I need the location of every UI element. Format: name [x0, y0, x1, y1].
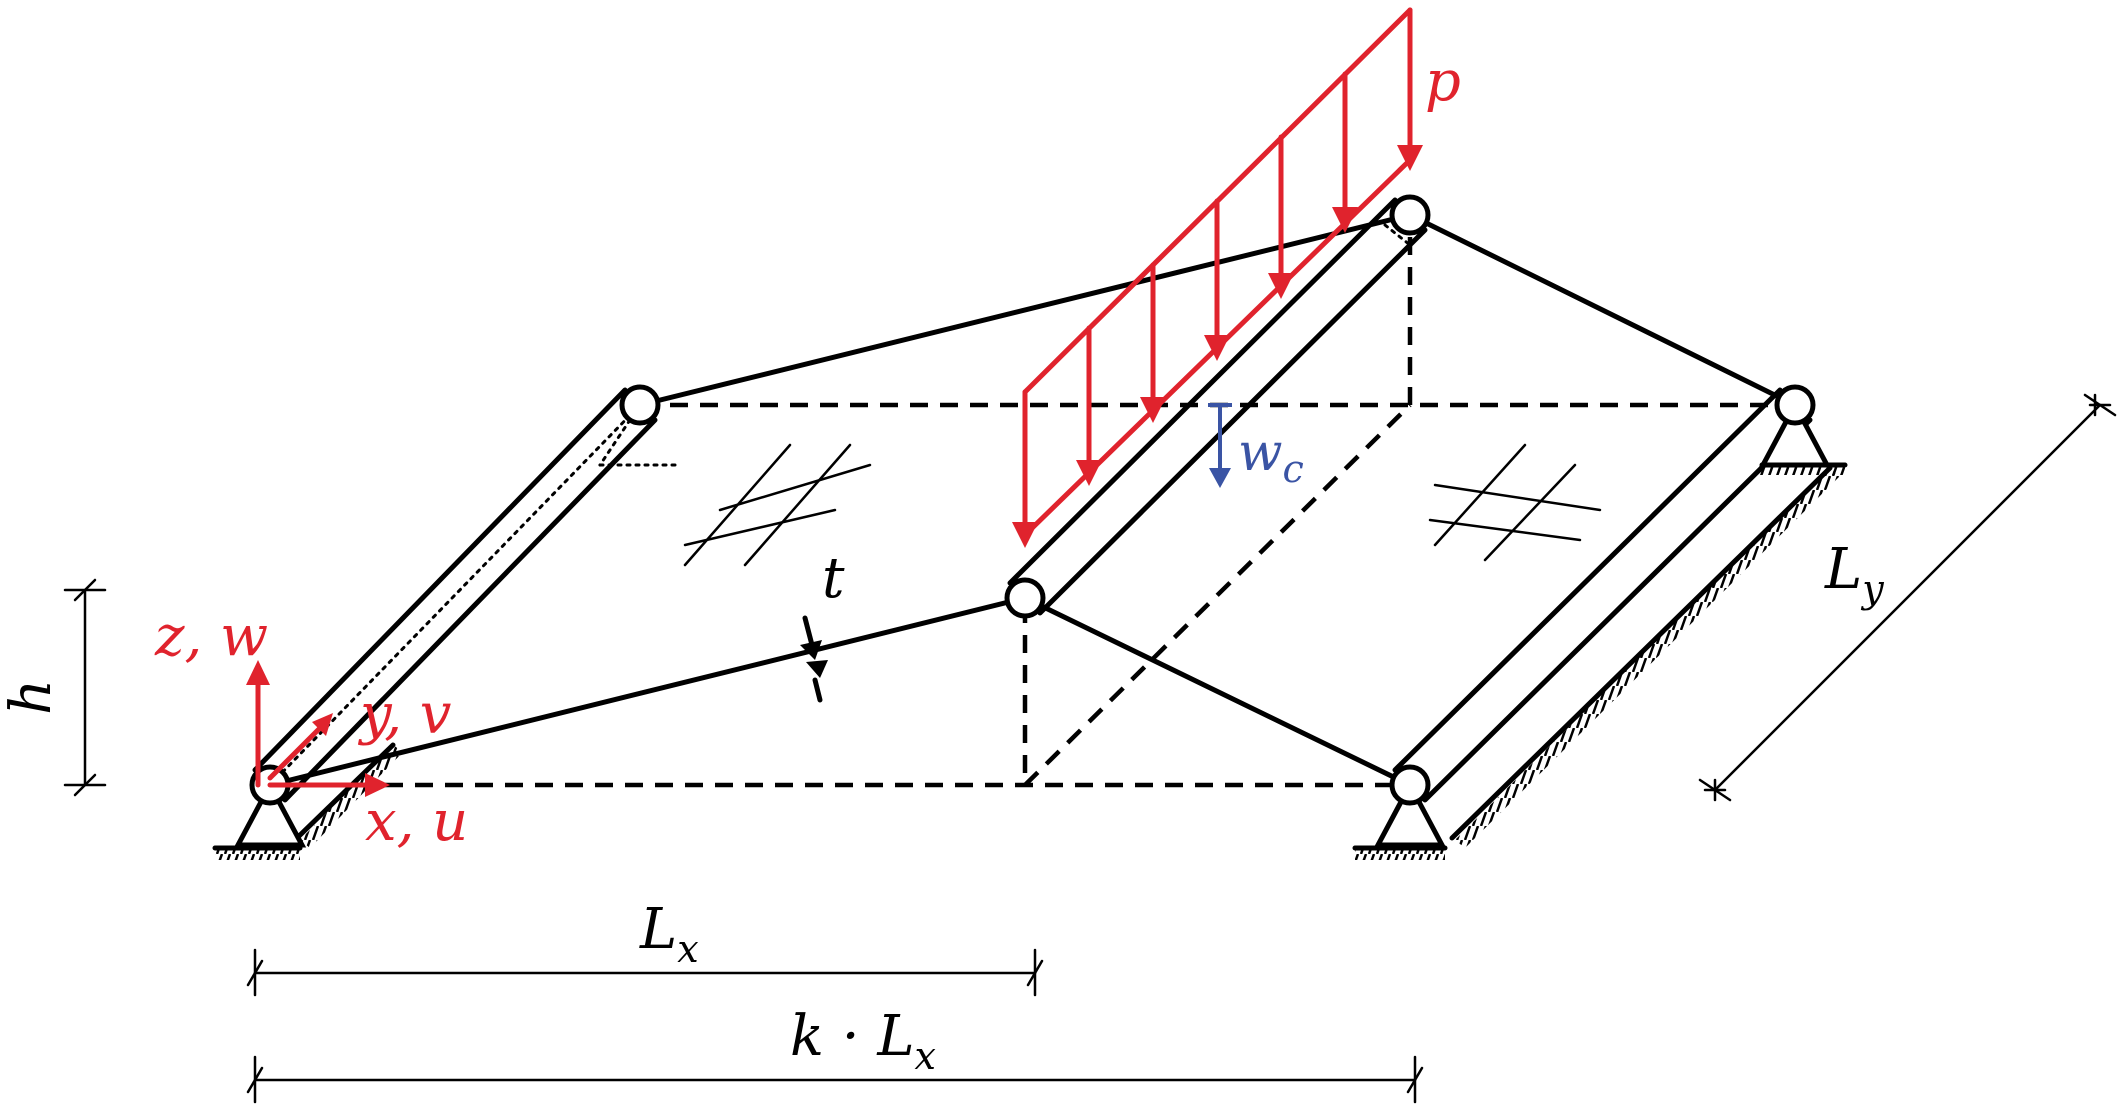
label-deflection-sub: c	[1283, 447, 1304, 491]
label-total-span-main: k · L	[790, 1004, 915, 1069]
pin-support-right	[1352, 779, 1448, 860]
label-total-span: k · Lx	[790, 1004, 936, 1078]
distributed-load: p	[1012, 7, 1461, 548]
label-span-y: Ly	[1824, 537, 1884, 611]
ground-hatching	[294, 462, 1848, 848]
label-span-x: Lx	[639, 897, 699, 971]
label-axis-x: x, u	[365, 789, 468, 854]
deflection-marker: wc	[1208, 403, 1304, 491]
pin-support-left	[212, 779, 307, 860]
label-deflection: wc	[1238, 423, 1304, 491]
label-span-y-sub: y	[1860, 567, 1884, 611]
coordinate-axes: z, w y, v x, u	[154, 604, 468, 854]
label-span-x-sub: x	[677, 927, 698, 971]
thickness-marker: t	[800, 546, 845, 703]
plate-hatch-right	[1428, 443, 1602, 562]
hinge-rods	[252, 197, 1813, 803]
label-axis-y: y, v	[357, 682, 452, 747]
height-dimension: h	[0, 578, 107, 797]
label-deflection-main: w	[1238, 423, 1283, 483]
label-thickness: t	[822, 546, 845, 611]
label-height: h	[0, 679, 64, 715]
label-span-x-main: L	[639, 897, 677, 962]
label-load: p	[1425, 49, 1461, 114]
plate-edges	[267, 212, 1798, 788]
pin-support-back	[1758, 399, 1832, 468]
total-span-dimension: k · Lx	[246, 1004, 1424, 1104]
span-y-dimension: Ly	[1698, 393, 2117, 802]
span-x-dimension: Lx	[246, 897, 1044, 997]
plate-hatch-left	[683, 443, 872, 567]
label-total-span-sub: x	[915, 1034, 936, 1078]
label-span-y-main: L	[1824, 537, 1862, 602]
label-axis-z: z, w	[154, 604, 268, 669]
